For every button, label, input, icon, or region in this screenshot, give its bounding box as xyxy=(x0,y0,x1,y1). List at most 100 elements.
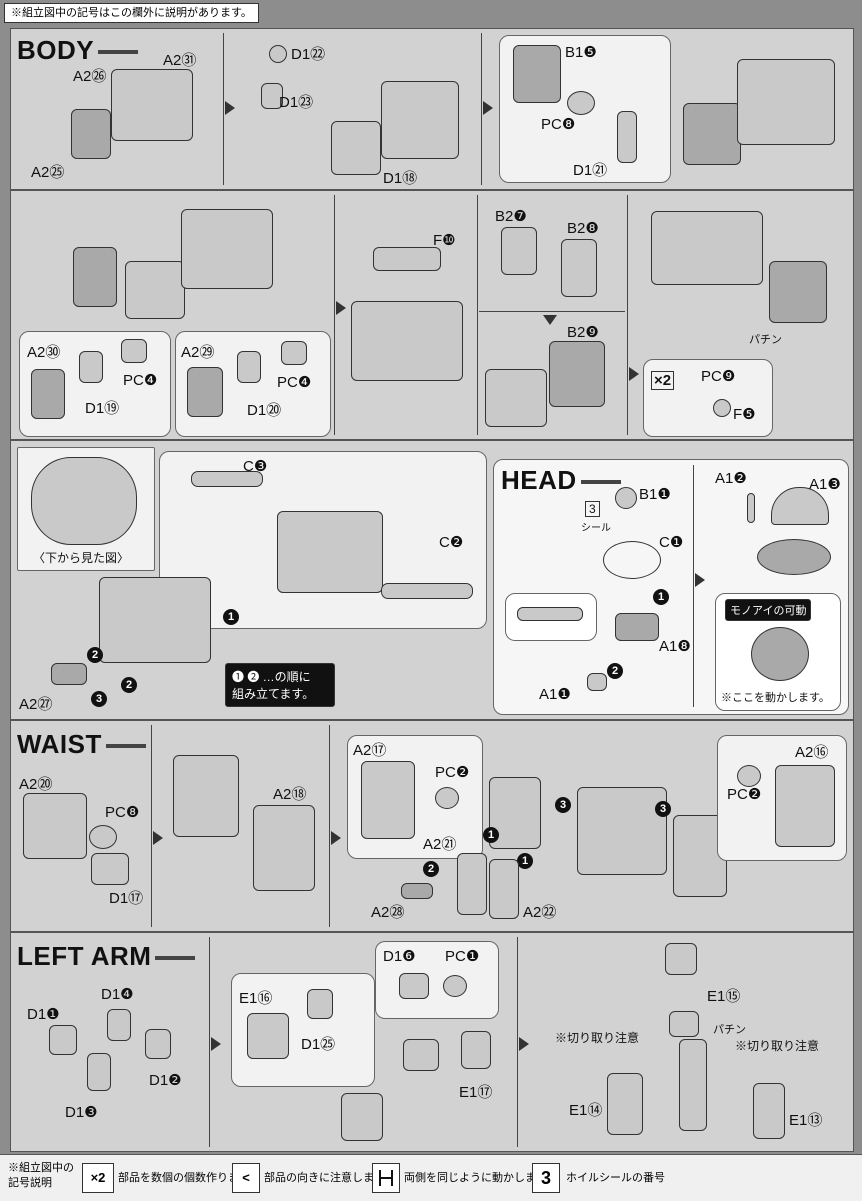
part-label: PC❹ xyxy=(277,374,312,391)
part-label: A2㉙ xyxy=(181,344,215,361)
direction-desc: 部品の向きに注意します xyxy=(264,1172,385,1184)
step-number: 1 xyxy=(223,609,239,625)
part-label: D1❹ xyxy=(101,986,134,1003)
part-label: B2❽ xyxy=(567,220,599,237)
body-part xyxy=(679,1039,707,1131)
body-part xyxy=(331,121,381,175)
caution-note: ※切り取り注意 xyxy=(555,1031,640,1045)
part-label: D1❶ xyxy=(27,1006,60,1023)
body-part xyxy=(351,301,463,381)
body-part xyxy=(31,457,137,545)
step-number: 3 xyxy=(555,797,571,813)
body-part xyxy=(485,369,547,427)
part-label: A1❸ xyxy=(809,476,841,493)
part-label: E1⑭ xyxy=(569,1102,603,1119)
left-arm-row: LEFT ARM D1❶ D1❹ D1❷ D1❸ E1⑯ D1㉕ D1❻ PC❶… xyxy=(10,932,854,1152)
part-label: A1❶ xyxy=(539,686,571,703)
part-label: F❿ xyxy=(433,232,456,249)
part-label: A2㉗ xyxy=(19,696,53,713)
body-part xyxy=(567,91,595,115)
part-label: E1⑮ xyxy=(707,988,741,1005)
part-label: A2㉖ xyxy=(73,68,107,85)
step-arrow xyxy=(331,831,341,845)
body-part xyxy=(775,765,835,847)
part-label: D1❸ xyxy=(65,1104,98,1121)
body-part xyxy=(277,511,383,593)
body-part xyxy=(79,351,103,383)
part-label: D1❷ xyxy=(149,1072,182,1089)
body-part xyxy=(51,663,87,685)
part-label: A2㉘ xyxy=(371,904,405,921)
body-part xyxy=(187,367,223,417)
body-part xyxy=(615,487,637,509)
part-label: A2㉛ xyxy=(163,52,197,69)
body-part xyxy=(461,1031,491,1069)
body-part xyxy=(121,339,147,363)
part-label: C❸ xyxy=(243,458,268,475)
body-part xyxy=(145,1029,171,1059)
body-part xyxy=(341,1093,383,1141)
body-row-2: A2㉚ PC❹ D1⑲ A2㉙ PC❹ D1⑳ F❿ B2❼ B2❽ B2❾ パ… xyxy=(10,190,854,440)
part-label: E1⑯ xyxy=(239,990,273,1007)
body-part xyxy=(513,45,561,103)
step-number: 3 xyxy=(91,691,107,707)
sub-panel xyxy=(375,941,499,1019)
body-part xyxy=(751,627,809,681)
part-label: PC❷ xyxy=(727,786,762,803)
body-part xyxy=(181,209,273,289)
body-part xyxy=(401,883,433,899)
seal-symbol: 3 xyxy=(532,1163,560,1193)
part-label: D1㉕ xyxy=(301,1036,336,1053)
body-part xyxy=(771,487,829,525)
part-label: D1⑱ xyxy=(383,170,418,187)
body-part xyxy=(603,541,661,579)
legend-title: ※組立図中の 記号説明 xyxy=(8,1161,74,1191)
body-part xyxy=(737,765,761,787)
part-label: A1❷ xyxy=(715,470,747,487)
part-label: A2㉕ xyxy=(31,164,65,181)
body-part xyxy=(399,973,429,999)
step-number: 2 xyxy=(423,861,439,877)
step-number: 1 xyxy=(517,853,533,869)
part-label: PC❽ xyxy=(541,116,576,133)
body-part xyxy=(517,607,583,621)
legend-title-line-2: 記号説明 xyxy=(8,1177,52,1189)
quantity-desc: 部品を数個の個数作ります xyxy=(118,1172,250,1184)
body-part xyxy=(261,83,283,109)
step-number: 2 xyxy=(121,677,137,693)
part-label: D1⑰ xyxy=(109,890,144,907)
body-part xyxy=(87,1053,111,1091)
body-part xyxy=(737,59,835,145)
body-part xyxy=(757,539,831,575)
body-part xyxy=(237,351,261,383)
part-label: C❶ xyxy=(659,534,684,551)
step-arrow xyxy=(336,301,346,315)
body-part xyxy=(307,989,333,1019)
seal-label: シール xyxy=(581,523,611,534)
both-sides-icon xyxy=(372,1163,400,1193)
part-label: A2⑯ xyxy=(795,744,829,761)
part-label: PC❽ xyxy=(105,804,140,821)
step-number: 2 xyxy=(87,647,103,663)
step-number: 1 xyxy=(483,827,499,843)
part-label: E1⑬ xyxy=(789,1112,823,1129)
body-part xyxy=(561,239,597,297)
body-part xyxy=(457,853,487,915)
part-label: PC❹ xyxy=(123,372,158,389)
seal-desc: ホイルシールの番号 xyxy=(566,1172,665,1184)
body-part xyxy=(549,341,605,407)
body-part xyxy=(435,787,459,809)
step-arrow xyxy=(483,101,493,115)
step-arrow xyxy=(543,315,557,325)
body-part xyxy=(125,261,185,319)
body-part xyxy=(403,1039,439,1071)
body-part xyxy=(617,111,637,163)
part-label: D1㉓ xyxy=(279,94,314,111)
body-part xyxy=(281,341,307,365)
body-part xyxy=(247,1013,289,1059)
step-arrow xyxy=(629,367,639,381)
part-label: PC❶ xyxy=(445,948,480,965)
part-label: PC❷ xyxy=(435,764,470,781)
section-title-waist: WAIST xyxy=(17,729,146,760)
mono-eye-title: モノアイの可動 xyxy=(725,599,812,621)
